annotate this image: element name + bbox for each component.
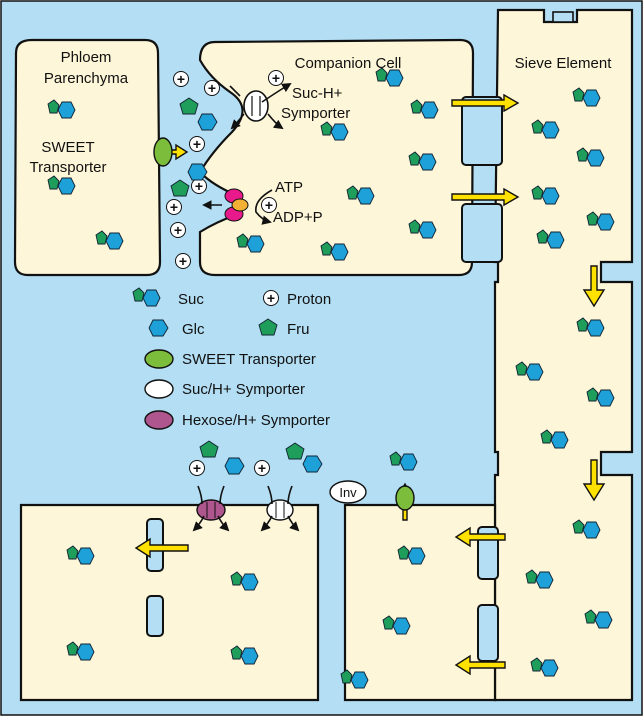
arrow-se-down-1 [582, 265, 606, 308]
proton-icon: + [166, 199, 182, 215]
sink-cell-middle [343, 503, 497, 702]
arrow-se-to-sink-2 [454, 654, 506, 676]
label-sieve-element: Sieve Element [515, 55, 613, 72]
label-phloem: Phloem [61, 49, 112, 66]
arrow-cc-to-se-bottom [451, 187, 520, 207]
label-symporter: Symporter [281, 105, 350, 122]
protons: + + + + + + + + + + + + [166, 70, 284, 476]
proton-icon: + [191, 178, 207, 194]
arrow-se-down-2 [582, 459, 606, 502]
atpase-pump-icon [202, 188, 273, 225]
proton-icon: + [268, 70, 284, 86]
proton-legend-icon: + [263, 290, 279, 306]
svg-text:+: + [179, 253, 187, 269]
suc-h-symporter-icon [229, 83, 292, 130]
svg-text:+: + [265, 197, 273, 213]
sink-suc-h-symporter-icon [260, 485, 300, 532]
invertase-badge: Inv [329, 480, 367, 504]
svg-text:+: + [177, 71, 185, 87]
legend-suc-h-icon [144, 379, 174, 399]
phloem-parenchyma-cell [13, 38, 162, 277]
invertase-label: Inv [339, 485, 357, 500]
sink-cell-left [19, 503, 320, 702]
proton-icon: + [173, 71, 189, 87]
svg-text:+: + [174, 222, 182, 238]
proton-icon: + [189, 460, 205, 476]
proton-icon: + [175, 253, 191, 269]
proton-icon: + [254, 460, 270, 476]
label-sweet: SWEET [41, 139, 94, 156]
svg-text:+: + [193, 136, 201, 152]
legend-sweet-icon [144, 349, 174, 369]
arrow-cc-to-se-top [451, 93, 520, 113]
proton-icon: + [189, 136, 205, 152]
arrow-to-left-cell [134, 537, 189, 559]
svg-text:+: + [272, 70, 280, 86]
svg-text:+: + [170, 199, 178, 215]
legend-hexose-h-icon [144, 410, 174, 430]
svg-text:+: + [208, 80, 216, 96]
legend-fru: Fru [287, 321, 310, 338]
label-transporter: Transporter [30, 159, 107, 176]
sink-hexose-symporter-icon [192, 485, 230, 532]
legend-suc: Suc [178, 291, 204, 308]
svg-text:+: + [195, 178, 203, 194]
legend: Suc Proton Glc Fru SWEET Transporter Suc… [144, 291, 331, 430]
proton-icon: + [170, 222, 186, 238]
label-adp-p: ADP+P [273, 209, 323, 226]
label-atp: ATP [275, 179, 303, 196]
legend-suc-h: Suc/H+ Symporter [182, 381, 305, 398]
legend-glc: Glc [182, 321, 205, 338]
proton-icon: + [261, 197, 277, 213]
proton-icon: + [204, 80, 220, 96]
sieve-element-column [493, 8, 634, 702]
sweet-transporter-icon [153, 137, 173, 167]
legend-hexose-h: Hexose/H+ Symporter [182, 412, 330, 429]
label-parenchyma: Parenchyma [44, 70, 129, 87]
label-companion-cell: Companion Cell [295, 55, 402, 72]
legend-proton: Proton [287, 291, 331, 308]
legend-sweet: SWEET Transporter [182, 351, 316, 368]
svg-text:+: + [258, 460, 266, 476]
arrow-se-to-sink-1 [454, 526, 506, 548]
svg-text:+: + [193, 460, 201, 476]
sink-sweet-transporter-icon [395, 485, 415, 511]
svg-text:+: + [267, 290, 275, 306]
label-suc-h: Suc-H+ [292, 85, 343, 102]
